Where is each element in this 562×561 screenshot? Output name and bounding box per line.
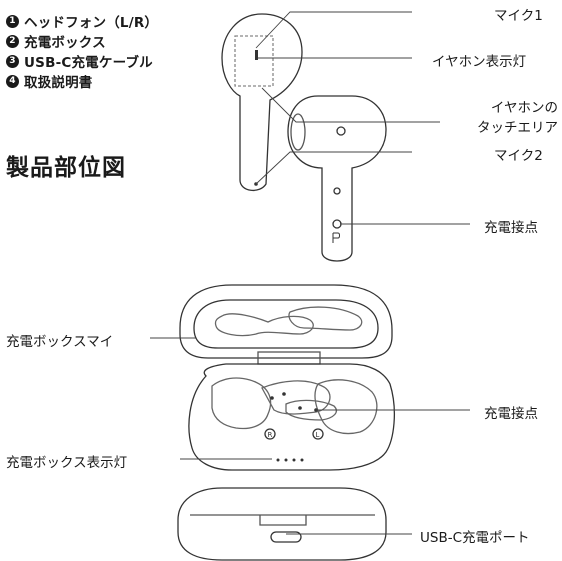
open-case-illustration [179,284,395,471]
label-case-mic: 充電ボックスマイ [6,334,114,350]
label-mic2: マイク2 [494,148,543,164]
label-touch-area-line1: イヤホンの [490,100,558,116]
label-touch-area: イヤホンの タッチエリア [455,96,558,136]
contents-item-label: 取扱説明書 [24,75,93,91]
section-title: 製品部位図 [6,155,126,181]
label-charge-contact-case: 充電接点 [484,406,538,422]
contents-item-label: USB-C充電ケーブル [24,55,153,71]
contents-item: 3 USB-C充電ケーブル [6,52,158,71]
contents-item: 1 ヘッドフォン（L/R） [6,12,159,31]
left-bud-mark: L [316,431,320,439]
contents-list: 1 ヘッドフォン（L/R） 2 充電ボックス 3 USB-C充電ケーブル 4 取… [6,12,158,92]
right-bud-mark: R [268,431,273,439]
number-badge: 3 [6,54,19,68]
number-badge: 1 [6,14,19,28]
label-usb-port: USB-C充電ポート [420,530,530,546]
closed-case-illustration [177,487,387,561]
label-mic1: マイク1 [494,8,543,24]
number-badge: 4 [6,74,19,88]
label-case-led: 充電ボックス表示灯 [6,455,128,471]
right-earbud-illustration [287,95,387,262]
label-earphone-led: イヤホン表示灯 [432,54,527,70]
left-earbud-illustration [221,13,303,191]
label-touch-area-line2: タッチエリア [477,120,558,136]
contents-item: 2 充電ボックス [6,32,158,51]
label-charge-contact-earbud: 充電接点 [484,220,538,236]
contents-item-label: ヘッドフォン（L/R） [24,15,159,31]
contents-item: 4 取扱説明書 [6,72,158,91]
contents-item-label: 充電ボックス [24,35,106,51]
number-badge: 2 [6,34,19,48]
